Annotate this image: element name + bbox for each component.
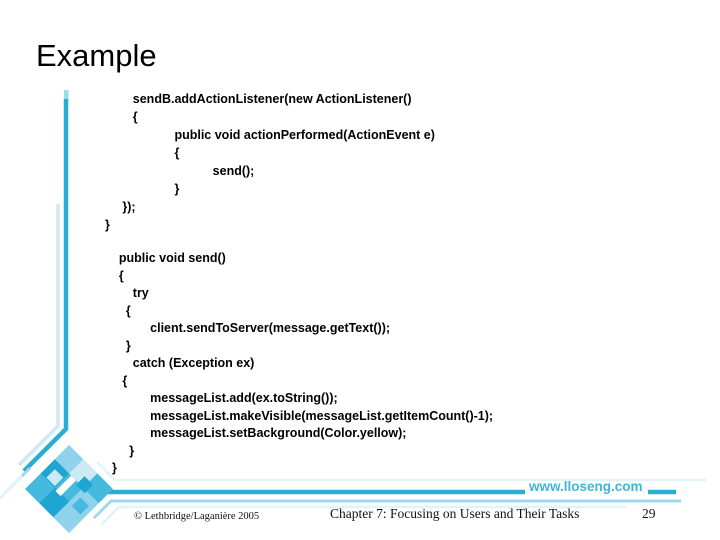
diamond-tile <box>39 487 69 518</box>
code-line: sendB.addActionListener(new ActionListen… <box>105 92 412 106</box>
code-line: messageList.add(ex.toString()); <box>105 391 338 405</box>
code-line: { <box>105 146 180 160</box>
diamond-white-slit <box>55 475 77 497</box>
corner-diagonal-faint <box>0 474 24 500</box>
diamond-tile <box>25 473 55 504</box>
diamond-tile <box>40 459 69 488</box>
diamond-tile <box>71 497 89 515</box>
code-line: { <box>105 268 124 283</box>
code-line: } <box>105 182 180 196</box>
diamond-tile <box>53 501 85 533</box>
mosaic-diamond-ornament <box>25 445 113 533</box>
diamond-base-tile <box>25 445 113 533</box>
vertical-line-pale <box>17 204 60 467</box>
code-line: public void send() <box>105 251 226 265</box>
code-line: }); <box>105 200 136 214</box>
page-number: 29 <box>642 506 656 521</box>
code-line: } <box>105 443 135 458</box>
code-line: messageList.makeVisible(messageList.getI… <box>105 408 494 423</box>
copyright-text: © Lethbridge/Laganière 2005 <box>134 511 260 522</box>
code-line: } <box>105 461 117 475</box>
diamond-tile <box>46 469 64 487</box>
diamond-tile <box>54 473 84 502</box>
code-line: send(); <box>105 164 255 178</box>
slide-title: Example <box>36 38 157 73</box>
diamond-tile <box>47 494 62 509</box>
diamond-tile <box>83 473 113 504</box>
code-block-action-listener: sendB.addActionListener(new ActionListen… <box>105 90 435 234</box>
vertical-line-cyan <box>22 99 69 473</box>
code-block-send-method: public void send() { try { client.sendTo… <box>105 250 493 478</box>
left-border-lines <box>0 90 69 500</box>
code-line: { <box>105 373 128 388</box>
code-line: messageList.setBackground(Color.yellow); <box>105 426 407 440</box>
diamond-tile <box>76 476 94 494</box>
code-line: } <box>105 218 110 232</box>
diamond-tile <box>69 487 99 518</box>
diamond-tile <box>54 445 84 474</box>
code-line: try <box>105 286 149 300</box>
code-line: catch (Exception ex) <box>105 356 255 370</box>
corner-diagonal-soft <box>4 466 32 494</box>
code-line: client.sendToServer(message.getText()); <box>105 321 391 335</box>
code-line: { <box>105 303 131 318</box>
vertical-line-cap <box>64 90 69 100</box>
diamond-tile <box>69 459 98 488</box>
chapter-title: Chapter 7: Focusing on Users and Their T… <box>330 506 580 521</box>
code-line: public void actionPerformed(ActionEvent … <box>105 128 435 142</box>
website-label: www.lloseng.com <box>529 479 643 494</box>
code-line: { <box>105 110 138 124</box>
code-line: } <box>105 338 131 353</box>
